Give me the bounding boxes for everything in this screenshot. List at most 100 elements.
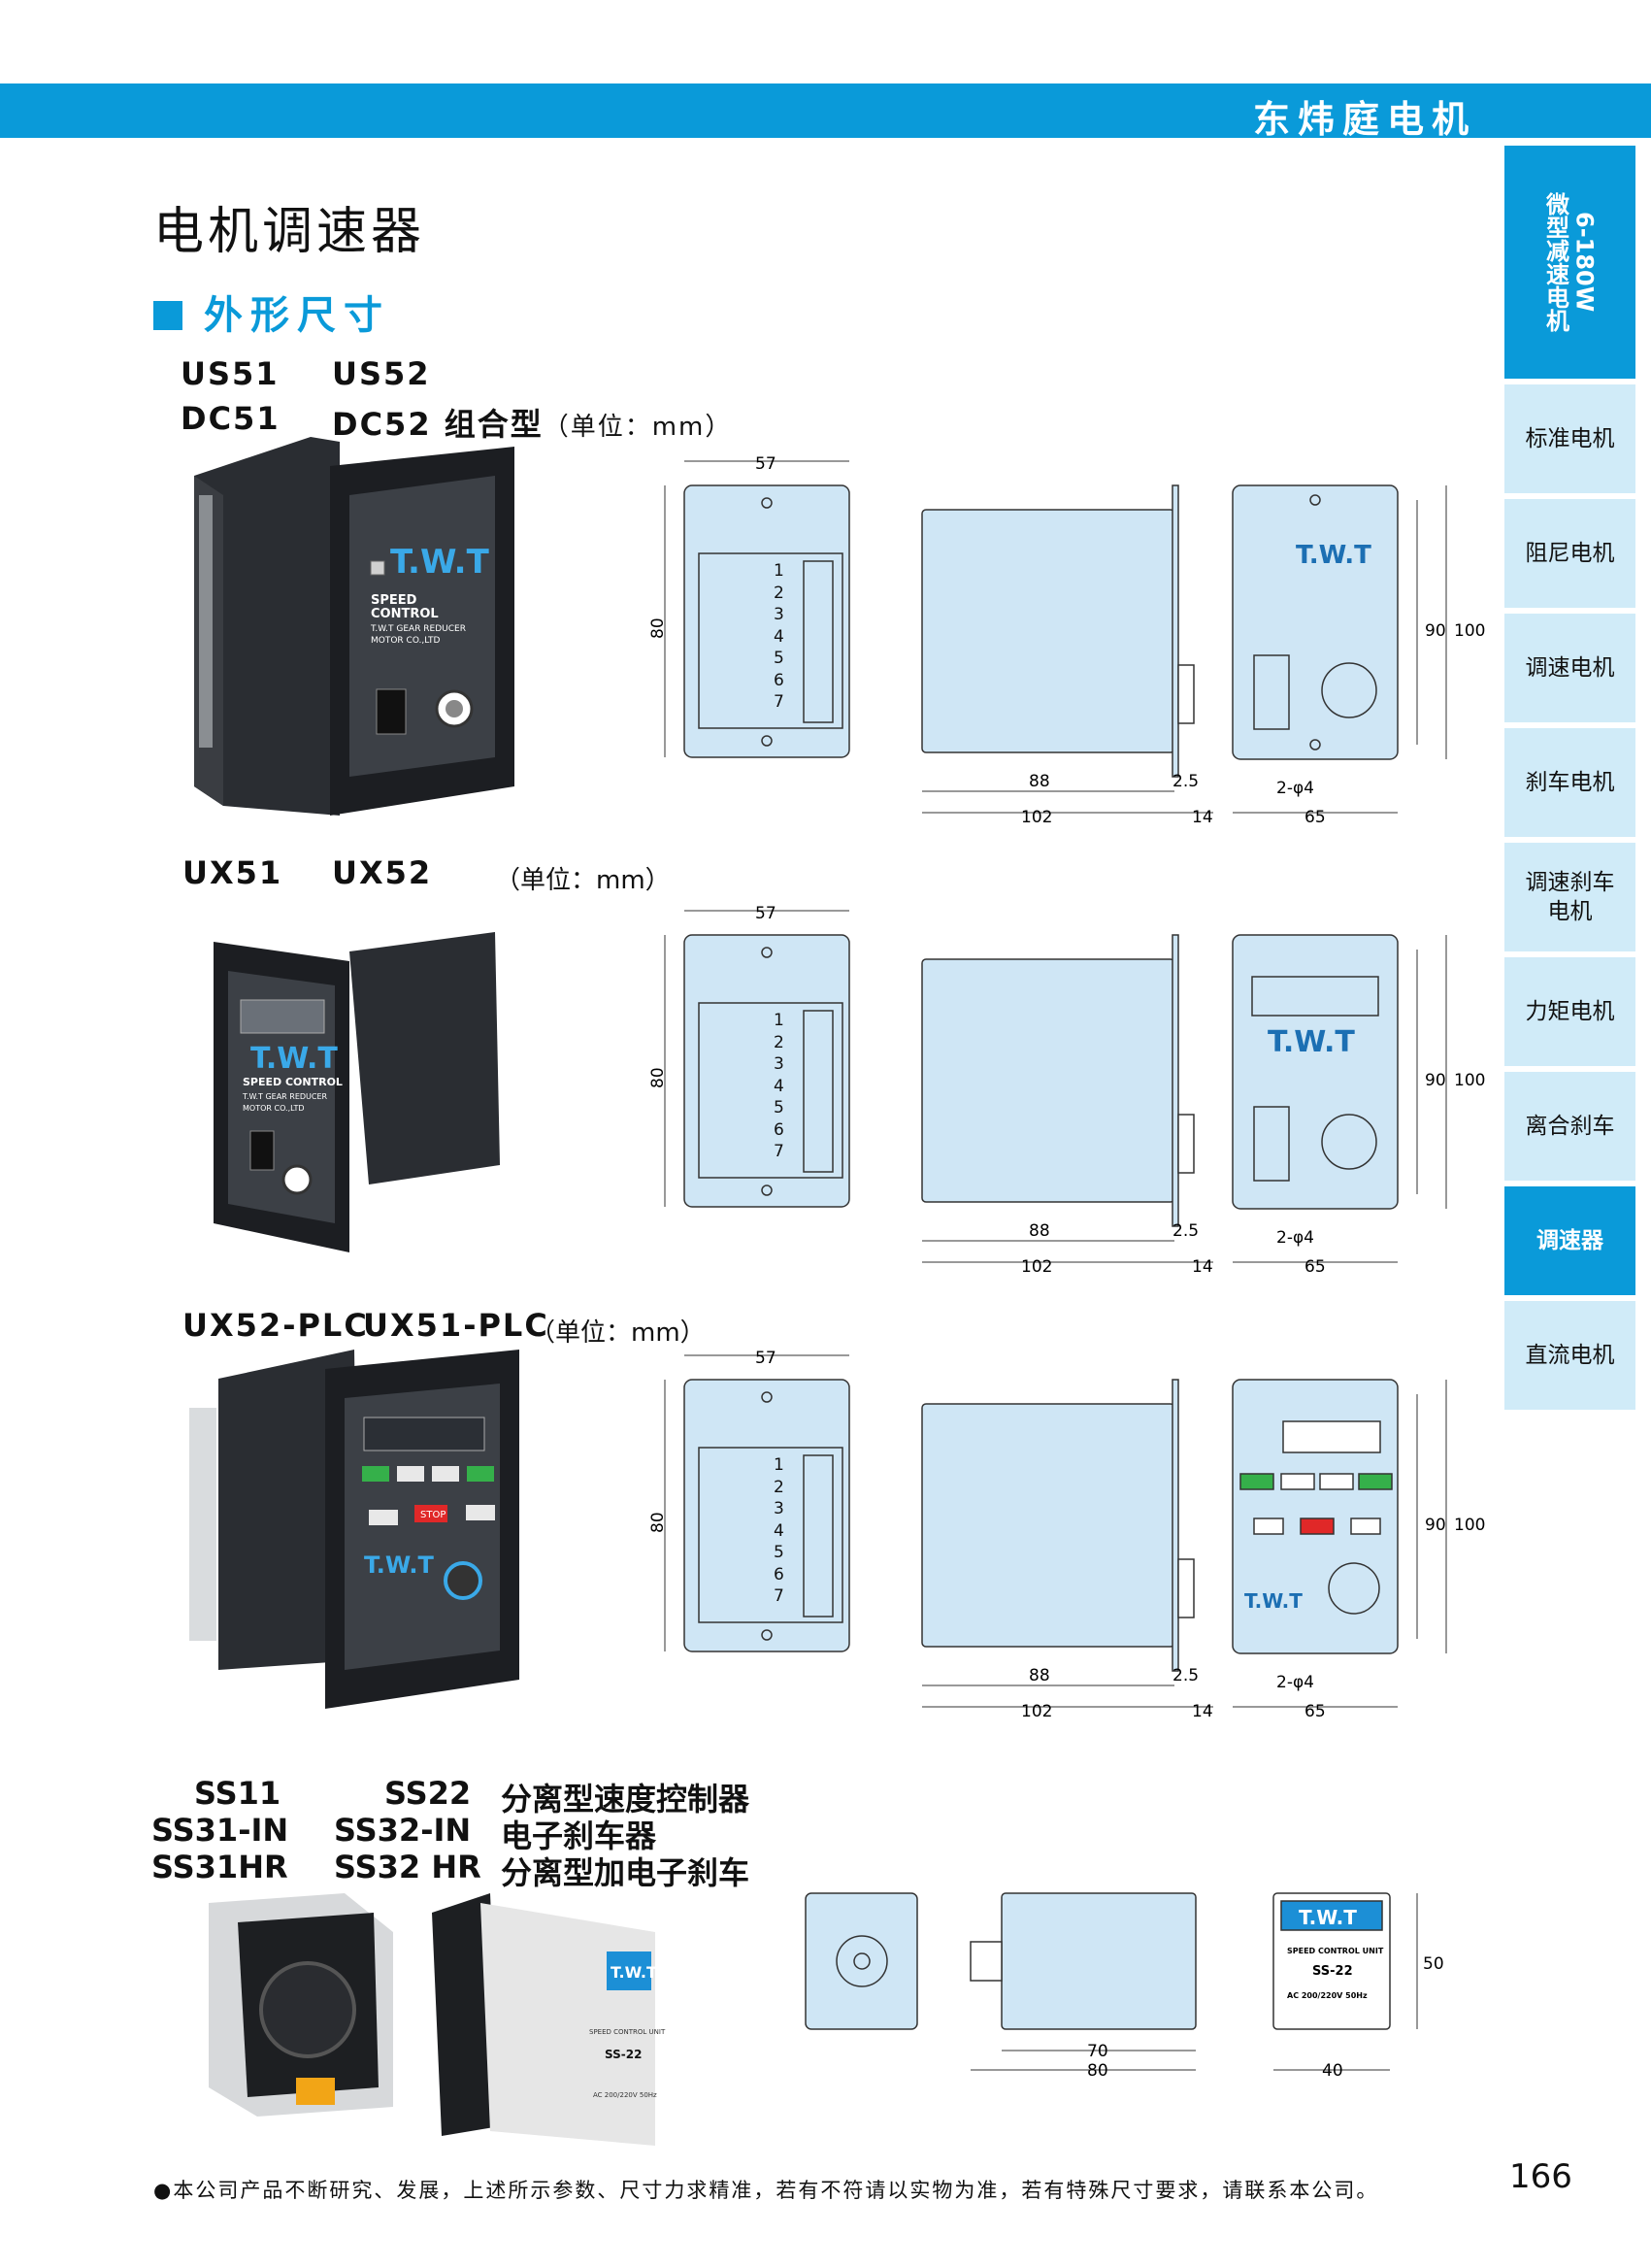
svg-text:T.W.T: T.W.T — [1299, 1906, 1357, 1929]
sidebar-item-label: 调速电机 — [1525, 655, 1615, 681]
svg-text:2-φ4: 2-φ4 — [1276, 1228, 1314, 1248]
svg-text:2.5: 2.5 — [1172, 1221, 1199, 1241]
unit-label: （单位：mm） — [495, 866, 671, 895]
ss-desc: 电子刹车器 — [501, 1818, 657, 1854]
svg-text:CONTROL: CONTROL — [371, 607, 439, 621]
svg-text:14: 14 — [1192, 1257, 1213, 1277]
svg-text:70: 70 — [1087, 2042, 1108, 2061]
page-title: 电机调速器 — [153, 203, 426, 261]
ux52-plc-controller-photo: STOP T.W.T — [189, 1350, 519, 1709]
svg-text:MOTOR CO.,LTD: MOTOR CO.,LTD — [243, 1104, 305, 1113]
svg-text:100: 100 — [1454, 1516, 1485, 1535]
sidebar-item-label: 力矩电机 — [1525, 999, 1615, 1024]
model-ux52: UX52 — [332, 854, 433, 891]
svg-text:102: 102 — [1021, 1257, 1052, 1277]
svg-text:T.W.T: T.W.T — [611, 1963, 657, 1982]
sidebar-item-dc-motor[interactable]: 直流电机 — [1504, 1301, 1635, 1410]
svg-text:90: 90 — [1425, 1516, 1446, 1535]
svg-text:100: 100 — [1454, 621, 1485, 641]
svg-text:14: 14 — [1192, 808, 1213, 827]
svg-text:80: 80 — [648, 1067, 668, 1088]
ss-model-a: SS31HR — [151, 1849, 288, 1885]
sidebar-item-clutch-brake[interactable]: 离合刹车 — [1504, 1072, 1635, 1181]
svg-text:T.W.T GEAR REDUCER: T.W.T GEAR REDUCER — [370, 624, 466, 634]
footer-note: ●本公司产品不断研究、发展，上述所示参数、尺寸力求精准，若有不符请以实物为准，若… — [153, 2179, 1379, 2202]
model-ux51-plc: UX51-PLC — [363, 1307, 549, 1344]
svg-text:SS-22: SS-22 — [605, 2048, 642, 2061]
svg-text:T.W.T: T.W.T — [1244, 1589, 1303, 1613]
ux51-controller-photo: T.W.T SPEED CONTROL T.W.T GEAR REDUCER M… — [214, 932, 500, 1252]
svg-text:2-φ4: 2-φ4 — [1276, 1673, 1314, 1692]
section-heading: 外形尺寸 — [153, 284, 390, 340]
svg-text:50: 50 — [1423, 1954, 1444, 1974]
page-number: 166 — [1509, 2157, 1572, 2196]
svg-text:SPEED CONTROL UNIT: SPEED CONTROL UNIT — [589, 2028, 666, 2036]
sidebar-item-label: 阻尼电机 — [1525, 541, 1615, 566]
brand-logo: T.W.T — [390, 543, 490, 582]
svg-text:90: 90 — [1425, 621, 1446, 641]
dimension-lines — [664, 460, 1447, 814]
ss-model-a: SS31-IN — [151, 1812, 289, 1849]
sidebar-item-label: 微型减速电机 — [1541, 192, 1569, 332]
sidebar-item-label: 6-180W — [1570, 212, 1599, 313]
dimension-drawing-set-3: 57 80 88 102 2.5 14 65 2-φ4 90 100 T.W.T — [648, 1349, 1485, 1721]
svg-text:SPEED CONTROL UNIT: SPEED CONTROL UNIT — [1287, 1947, 1384, 1955]
sidebar-item-torque[interactable]: 力矩电机 — [1504, 957, 1635, 1066]
svg-text:2.5: 2.5 — [1172, 1666, 1199, 1685]
ss-desc: 分离型加电子刹车 — [501, 1854, 750, 1891]
ss-model-b: SS22 — [384, 1775, 472, 1812]
svg-text:88: 88 — [1029, 1221, 1050, 1241]
svg-text:T.W.T: T.W.T — [1268, 1025, 1355, 1059]
svg-text:65: 65 — [1304, 1702, 1326, 1721]
svg-text:65: 65 — [1304, 1257, 1326, 1277]
svg-text:T.W.T GEAR REDUCER: T.W.T GEAR REDUCER — [242, 1092, 328, 1101]
ss-desc: 分离型速度控制器 — [501, 1781, 750, 1818]
sidebar-item-speed-brake[interactable]: 调速刹车电机 — [1504, 843, 1635, 951]
sidebar-item-brake[interactable]: 刹车电机 — [1504, 728, 1635, 837]
panel-view — [1232, 484, 1399, 760]
svg-text:90: 90 — [1425, 1071, 1446, 1090]
sidebar-item-standard[interactable]: 标准电机 — [1504, 384, 1635, 493]
sidebar-item-controller[interactable]: 调速器 — [1504, 1186, 1635, 1295]
svg-text:STOP: STOP — [420, 1510, 446, 1520]
sidebar-item-label: 调速器 — [1536, 1228, 1603, 1253]
model-ux52-plc: UX52-PLC — [182, 1307, 369, 1344]
svg-text:T.W.T: T.W.T — [250, 1042, 338, 1076]
front-view — [683, 484, 850, 758]
dimension-drawing-set-1: 57 80 88 102 2.5 14 65 2-φ4 90 100 T.W.T — [648, 454, 1485, 827]
model-ux51: UX51 — [182, 854, 283, 891]
brand-name: 东炜庭电机 — [1252, 98, 1476, 141]
svg-text:14: 14 — [1192, 1702, 1213, 1721]
sidebar-item-label: 刹车电机 — [1525, 770, 1615, 795]
svg-text:65: 65 — [1304, 808, 1326, 827]
dimension-drawing-set-2: 57 80 88 102 2.5 14 65 2-φ4 90 100 T.W.T — [648, 904, 1485, 1277]
svg-text:SPEED CONTROL: SPEED CONTROL — [243, 1076, 343, 1088]
sidebar-item-label: 标准电机 — [1525, 426, 1615, 451]
svg-text:AC 200/220V 50Hz: AC 200/220V 50Hz — [593, 2091, 657, 2099]
sidebar-item-damping[interactable]: 阻尼电机 — [1504, 499, 1635, 608]
ss-dimension-drawing: 70 80 40 50 T.W.T SPEED CONTROL UNIT SS-… — [805, 1892, 1444, 2078]
ss-model-b: SS32 HR — [334, 1849, 481, 1885]
svg-text:88: 88 — [1029, 772, 1050, 791]
ss-model-b: SS32-IN — [334, 1812, 472, 1849]
unit-label: （单位：mm） — [543, 413, 733, 442]
svg-text:40: 40 — [1322, 2061, 1343, 2078]
svg-text:MOTOR CO.,LTD: MOTOR CO.,LTD — [371, 636, 441, 646]
svg-text:80: 80 — [648, 1512, 668, 1533]
svg-text:2-φ4: 2-φ4 — [1276, 779, 1314, 798]
unit-label: （单位：mm） — [530, 1318, 706, 1348]
svg-text:57: 57 — [755, 454, 776, 474]
ss-model-a: SS11 — [194, 1775, 281, 1812]
model-dc52: DC52 组合型（单位：mm） — [332, 406, 733, 443]
sidebar-item-speed[interactable]: 调速电机 — [1504, 614, 1635, 722]
side-view — [921, 484, 1195, 778]
square-bullet-icon — [153, 301, 182, 330]
model-dc51: DC51 — [181, 400, 281, 437]
svg-text:88: 88 — [1029, 1666, 1050, 1685]
sidebar-item-micro-motor[interactable]: 微型减速电机 6-180W — [1504, 146, 1635, 379]
svg-text:AC 200/220V 50Hz: AC 200/220V 50Hz — [1287, 1991, 1368, 2000]
sidebar-item-label: 离合刹车 — [1525, 1114, 1615, 1139]
model-us52: US52 — [332, 355, 431, 392]
